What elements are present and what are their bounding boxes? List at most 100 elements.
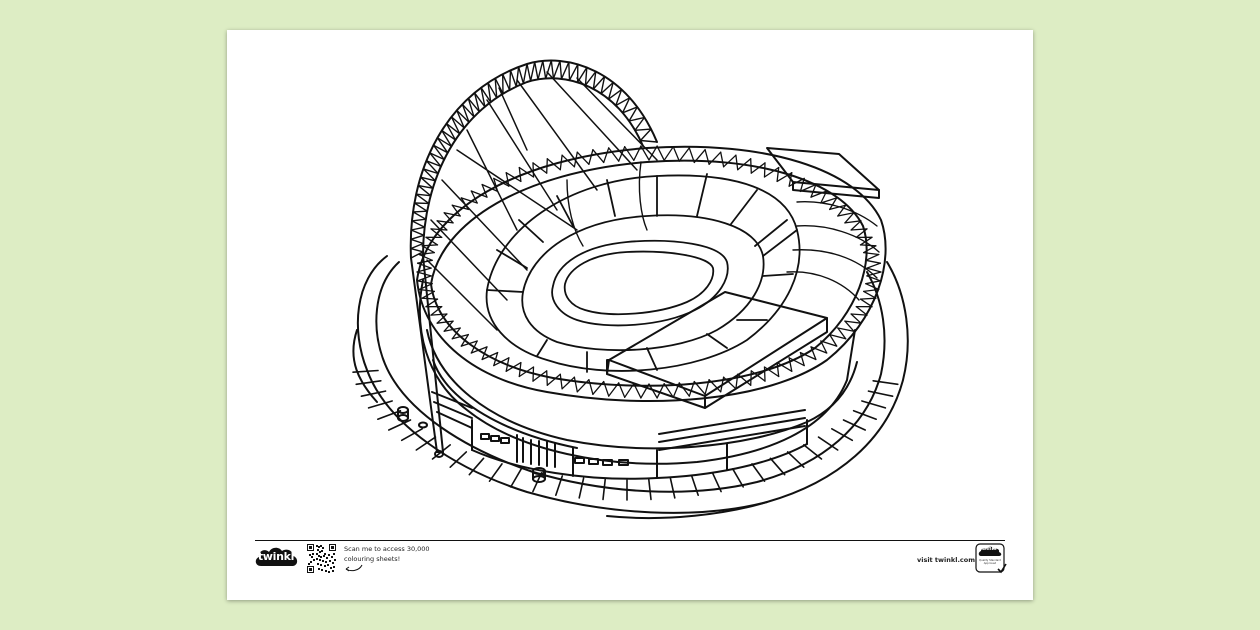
qr-cell <box>312 553 314 555</box>
drawing-stroke <box>865 259 882 264</box>
drawing-stroke <box>844 212 855 224</box>
twinkl-logo[interactable]: twinkl <box>253 544 299 571</box>
drawing-stroke <box>450 116 465 129</box>
drawing-stroke <box>776 166 780 183</box>
drawing-stroke <box>502 73 511 91</box>
drawing-stroke <box>425 298 439 308</box>
qr-cell <box>313 559 315 561</box>
drawing-stroke <box>487 82 492 103</box>
drawing-stroke <box>865 280 882 285</box>
qr-cell <box>310 561 312 563</box>
drawing-stroke <box>855 305 868 316</box>
drawing-stroke <box>608 382 620 397</box>
qr-cell <box>332 562 334 564</box>
drawing-stroke <box>432 144 445 161</box>
qr-code-icon[interactable] <box>307 544 336 573</box>
drawing-stroke <box>865 283 880 291</box>
drawing-stroke <box>810 183 817 198</box>
drawing-stroke <box>769 457 786 476</box>
drawing-stroke <box>859 244 877 247</box>
drawing-stroke <box>410 238 425 245</box>
drawing-stroke <box>763 162 766 178</box>
qr-prompt: Scan me to access 30,000 colouring sheet… <box>344 544 430 564</box>
pitch <box>551 239 729 327</box>
drawing-stroke <box>415 193 430 205</box>
drawing-stroke <box>493 177 499 193</box>
drawing-stroke <box>430 313 448 316</box>
drawing-stroke <box>416 275 432 282</box>
arch-cables <box>426 71 658 331</box>
qr-cell <box>320 564 322 566</box>
drawing-stroke <box>844 220 862 224</box>
drawing-stroke <box>656 383 665 399</box>
drawing-stroke <box>573 376 578 393</box>
drawing-stroke <box>704 379 710 395</box>
drawing-stroke <box>866 275 882 282</box>
drawing-stroke <box>708 379 722 393</box>
drawing-stroke <box>425 236 439 246</box>
drawing-stroke <box>872 379 899 386</box>
qr-cell <box>317 563 319 565</box>
drawing-stroke <box>602 478 607 501</box>
drawing-stroke <box>441 129 453 148</box>
drawing-stroke <box>532 162 548 174</box>
drawing-stroke <box>517 66 525 85</box>
drawing-stroke <box>615 88 623 107</box>
drawing-stroke <box>518 366 535 378</box>
qr-cell <box>331 546 334 549</box>
drawing-stroke <box>799 351 817 361</box>
drawing-stroke <box>866 267 882 273</box>
drawing-stroke <box>678 147 690 162</box>
drawing-stroke <box>731 467 745 488</box>
drawing-stroke <box>693 380 706 395</box>
drawing-stroke <box>600 75 606 95</box>
drawing-stroke <box>568 61 571 81</box>
drawing-stroke <box>493 177 510 187</box>
drawing-stroke <box>460 197 478 204</box>
drawing-stroke <box>460 340 478 347</box>
drawing-stroke <box>432 144 449 154</box>
drawing-stroke <box>416 267 432 273</box>
drawing-stroke <box>388 419 412 431</box>
drawing-stroke <box>829 333 847 340</box>
drawing-stroke <box>560 61 570 80</box>
drawing-stroke <box>461 103 475 118</box>
drawing-stroke <box>634 128 652 132</box>
visit-link[interactable]: visit twinkl.com <box>917 556 976 564</box>
drawing-stroke <box>412 211 427 220</box>
drawing-stroke <box>532 370 548 382</box>
drawing-stroke <box>436 220 448 231</box>
drawing-stroke <box>400 427 423 442</box>
drawing-stroke <box>837 327 847 340</box>
drawing-stroke <box>829 333 838 347</box>
qr-cell <box>321 550 323 552</box>
upper-tiers <box>566 161 880 301</box>
drawing-stroke <box>603 147 610 164</box>
qr-cell <box>309 554 311 556</box>
drawing-stroke <box>624 146 635 161</box>
qr-cell <box>324 553 326 555</box>
drawing-stroke <box>430 228 443 239</box>
drawing-stroke <box>850 220 862 231</box>
badge-frame-icon <box>975 543 1007 574</box>
qr-cell <box>319 559 321 561</box>
qr-cell <box>318 555 320 557</box>
drawing-stroke <box>425 160 439 175</box>
qr-cell <box>327 564 329 566</box>
drawing-stroke <box>829 204 847 211</box>
drawing-stroke <box>561 154 576 168</box>
drawing-stroke <box>624 383 635 398</box>
drawing-stroke <box>863 290 877 299</box>
drawing-stroke <box>429 152 445 161</box>
drawing-stroke <box>763 166 780 178</box>
drawing-stroke <box>863 251 880 256</box>
qr-cell <box>317 549 319 551</box>
drawing-stroke <box>493 357 510 367</box>
drawing-stroke <box>678 382 690 397</box>
drawing-stroke <box>867 390 894 398</box>
curved-arrow-icon <box>345 564 363 572</box>
qr-cell <box>316 558 318 560</box>
drawing-stroke <box>546 373 561 386</box>
drawing-stroke <box>460 197 469 211</box>
drawing-stroke <box>810 346 817 361</box>
